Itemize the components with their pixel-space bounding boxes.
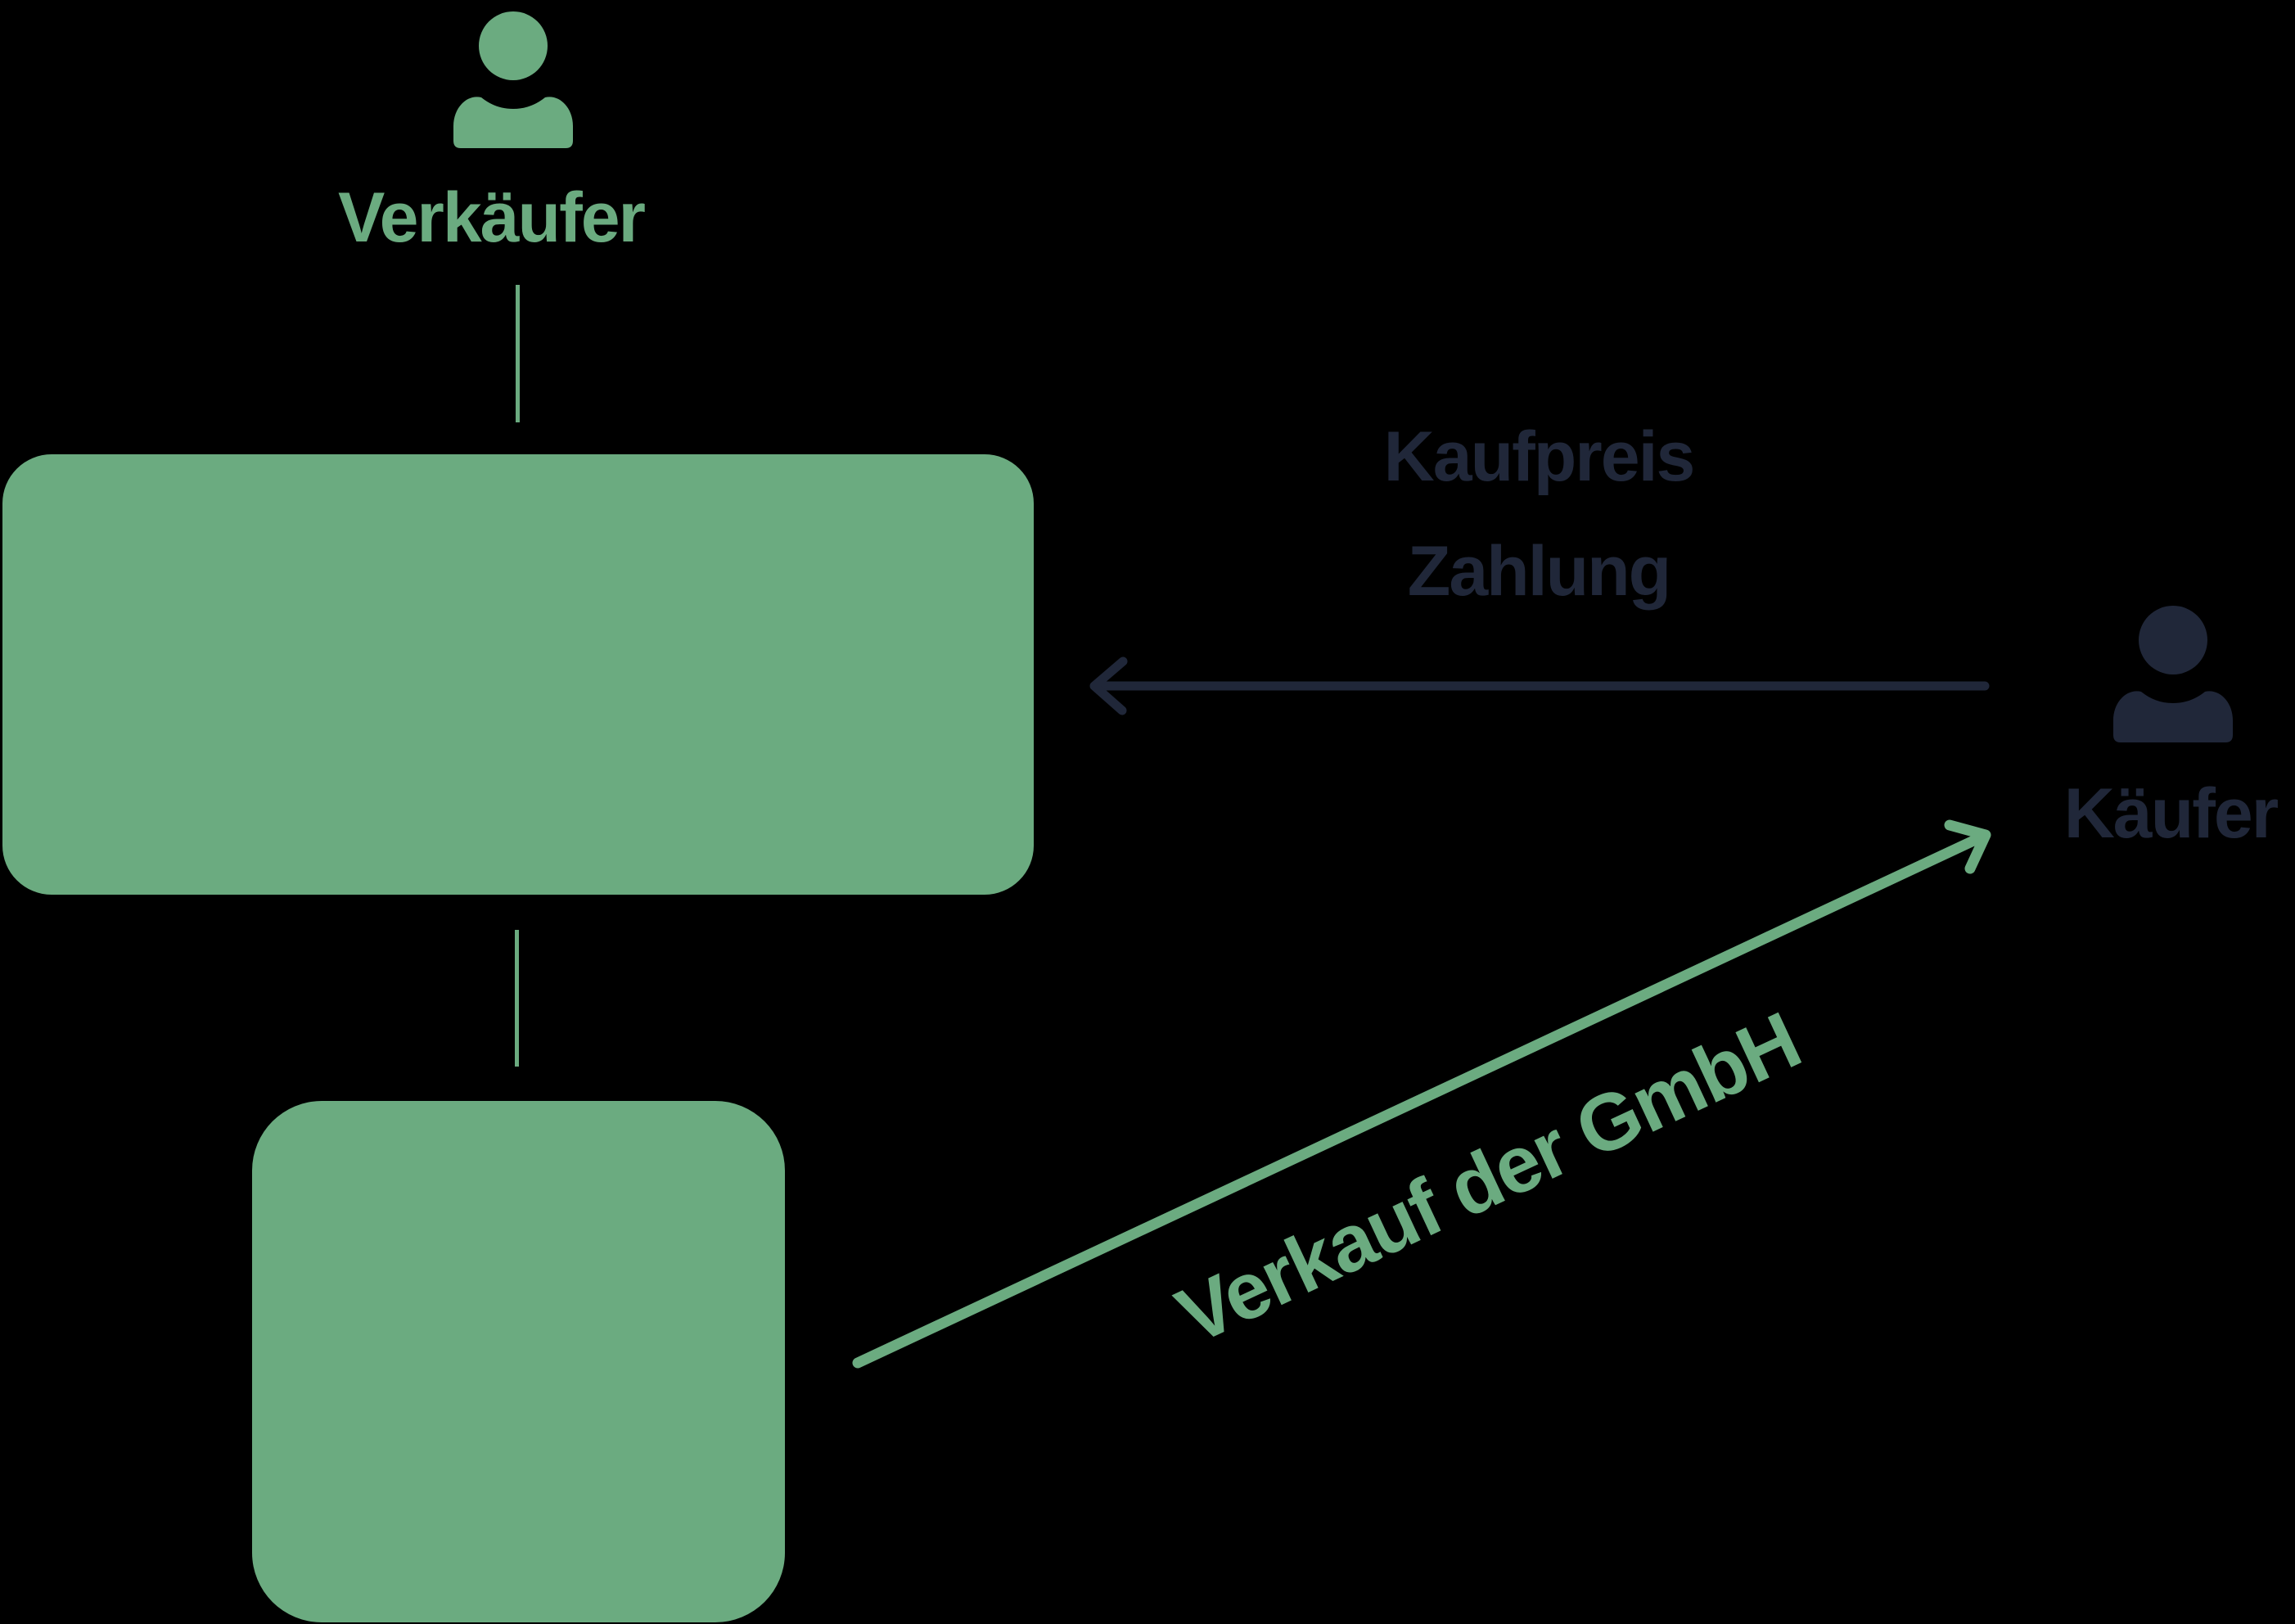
sale-label: Verkauf der GmbH [1163, 995, 1813, 1361]
company-box [2, 454, 1034, 895]
subsidiary-box [252, 1101, 785, 1622]
seller-company-connector [516, 285, 520, 422]
buyer-person-icon [2110, 604, 2236, 745]
company-subsidiary-connector [515, 930, 519, 1067]
payment-label-line2: Zahlung [1407, 532, 1671, 611]
seller-person-icon [450, 10, 576, 151]
payment-label-line1: Kaufpreis [1383, 417, 1696, 496]
sale-arrow [852, 819, 1991, 1369]
payment-label: Kaufpreis Zahlung [1211, 399, 1866, 629]
seller-label: Verkäufer [337, 178, 646, 257]
payment-arrow [1089, 656, 1990, 715]
buyer-label: Käufer [2063, 774, 2279, 853]
